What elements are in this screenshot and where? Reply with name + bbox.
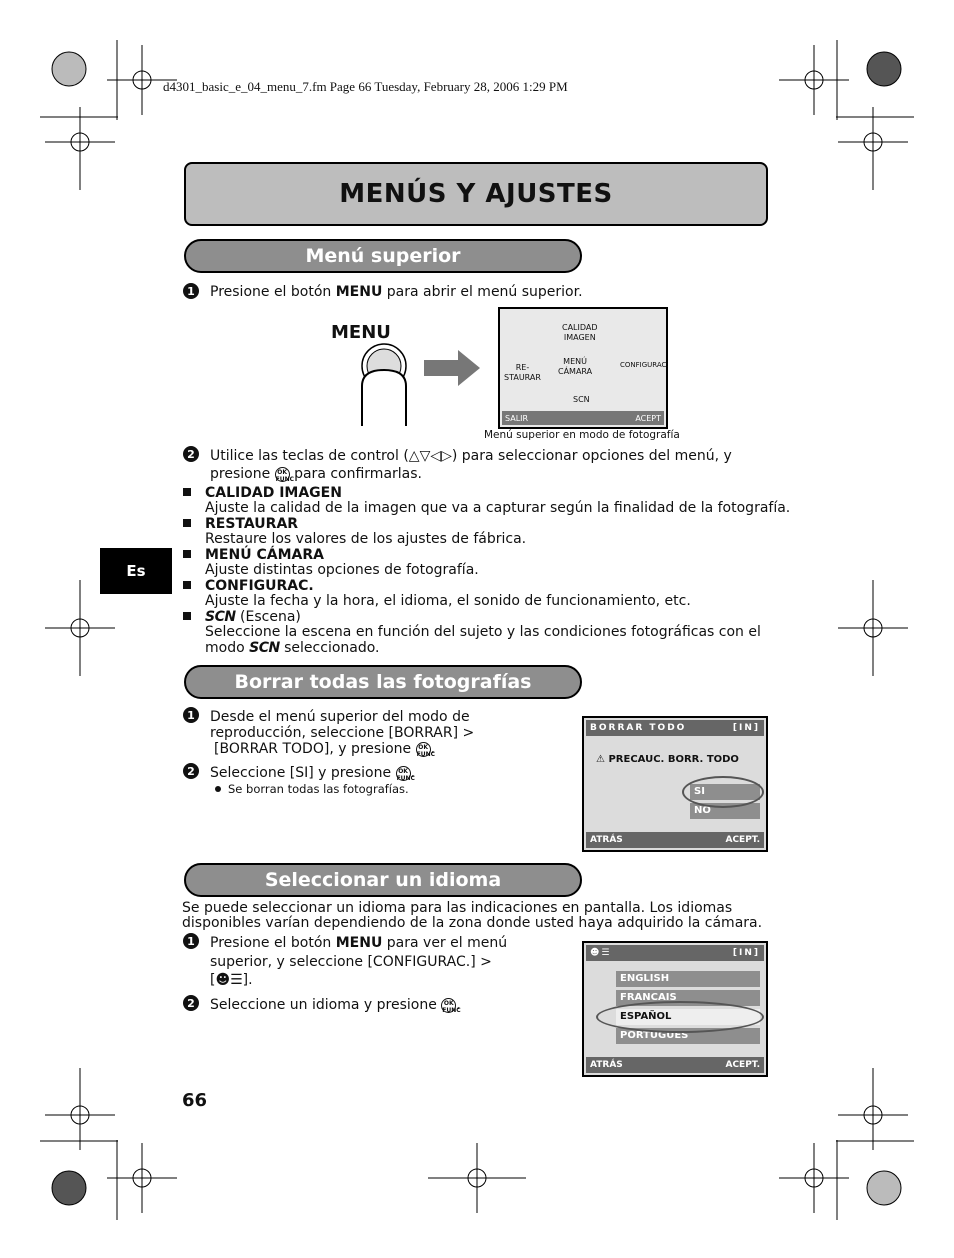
item-title: MENÚ CÁMARA: [205, 547, 324, 563]
screen-bottom-bar: SALIR ACEPT: [502, 411, 664, 425]
item-title: RESTAURAR: [205, 516, 299, 532]
idioma-intro1: Se puede seleccionar un idioma para las …: [182, 900, 733, 916]
screen-top-bar: ☻☰[IN]: [586, 945, 764, 961]
scn-icon: SCN: [205, 609, 236, 625]
bullet-square: [183, 550, 191, 558]
borrar-step1-line1: Desde el menú superior del modo de: [210, 709, 470, 725]
idioma-step1-line1: Presione el botón MENU para ver el menú: [210, 935, 508, 951]
option-no: NO: [690, 803, 760, 819]
bullet-dot: [215, 786, 221, 792]
menu-option-configurac: CONFIGURAC.: [620, 361, 669, 369]
language-screen: ☻☰[IN] ENGLISH FRANCAIS ESPAÑOL PORTUGUE…: [582, 941, 768, 1077]
arrow-right-icon: [424, 350, 480, 386]
warning-text: ⚠ PRECAUC. BORR. TODO: [596, 754, 739, 765]
item-desc: Ajuste distintas opciones de fotografía.: [205, 562, 479, 578]
screen-top-bar: BORRAR TODO[IN]: [586, 720, 764, 736]
bullet-square: [183, 581, 191, 589]
step2-line1: Utilice las teclas de control (△▽◁▷) par…: [210, 448, 732, 464]
item-title: CALIDAD IMAGEN: [205, 485, 342, 501]
page-number: 66: [182, 1090, 208, 1111]
idioma-intro2: disponibles varían dependiendo de la zon…: [182, 915, 763, 931]
item-title: CONFIGURAC.: [205, 578, 314, 594]
step-number-2: 2: [183, 995, 199, 1011]
section-heading-borrar: Borrar todas las fotografías: [184, 665, 582, 699]
menu-option-scn: SCN: [573, 395, 590, 404]
language-option: ENGLISH: [616, 971, 760, 987]
scn-item-title: SCN (Escena): [205, 609, 301, 625]
language-tab: Es: [100, 548, 172, 594]
step-number-1: 1: [183, 933, 199, 949]
language-icon: ☻☰: [215, 972, 243, 988]
bullet-square: [183, 488, 191, 496]
section-heading-idioma: Seleccionar un idioma: [184, 863, 582, 897]
step-number-1: 1: [183, 707, 199, 723]
scn-item-desc2: modo SCN seleccionado.: [205, 640, 380, 656]
file-header: d4301_basic_e_04_menu_7.fm Page 66 Tuesd…: [163, 79, 568, 94]
step-number-2: 2: [183, 446, 199, 462]
borrar-step1-line2: reproducción, seleccione [BORRAR] >: [210, 725, 475, 741]
scn-item-desc1: Seleccione la escena en función del suje…: [205, 624, 761, 640]
borrar-todo-screen: BORRAR TODO[IN] ⚠ PRECAUC. BORR. TODO SI…: [582, 716, 768, 852]
page-title: MENÚS Y AJUSTES: [339, 179, 613, 209]
bullet-square: [183, 612, 191, 620]
step-number-1: 1: [183, 283, 199, 299]
idioma-step1-line2: superior, y seleccione [CONFIGURAC.] >: [210, 954, 492, 970]
item-desc: Ajuste la calidad de la imagen que va a …: [205, 500, 791, 516]
section-heading-menu-superior: Menú superior: [184, 239, 582, 273]
selection-highlight: [596, 1001, 764, 1033]
menu-button-label: MENU: [331, 322, 391, 343]
screen-caption: Menú superior en modo de fotografía: [484, 429, 680, 441]
borrar-bullet-text: Se borran todas las fotografías.: [228, 782, 409, 796]
step1-text: Presione el botón MENU para abrir el men…: [210, 284, 583, 300]
item-desc: Restaure los valores de los ajustes de f…: [205, 531, 527, 547]
menu-option-restaurar: RE-STAURAR: [504, 363, 541, 382]
scn-icon: SCN: [249, 640, 280, 656]
selection-highlight: [682, 776, 764, 808]
language-icon: ☻☰: [590, 948, 612, 958]
idioma-step1-line3: [☻☰].: [210, 972, 253, 988]
item-desc: Ajuste la fecha y la hora, el idioma, el…: [205, 593, 691, 609]
finger-pressing-icon: [361, 343, 407, 426]
page-title-box: MENÚS Y AJUSTES: [184, 162, 768, 226]
step-number-2: 2: [183, 763, 199, 779]
bullet-square: [183, 519, 191, 527]
